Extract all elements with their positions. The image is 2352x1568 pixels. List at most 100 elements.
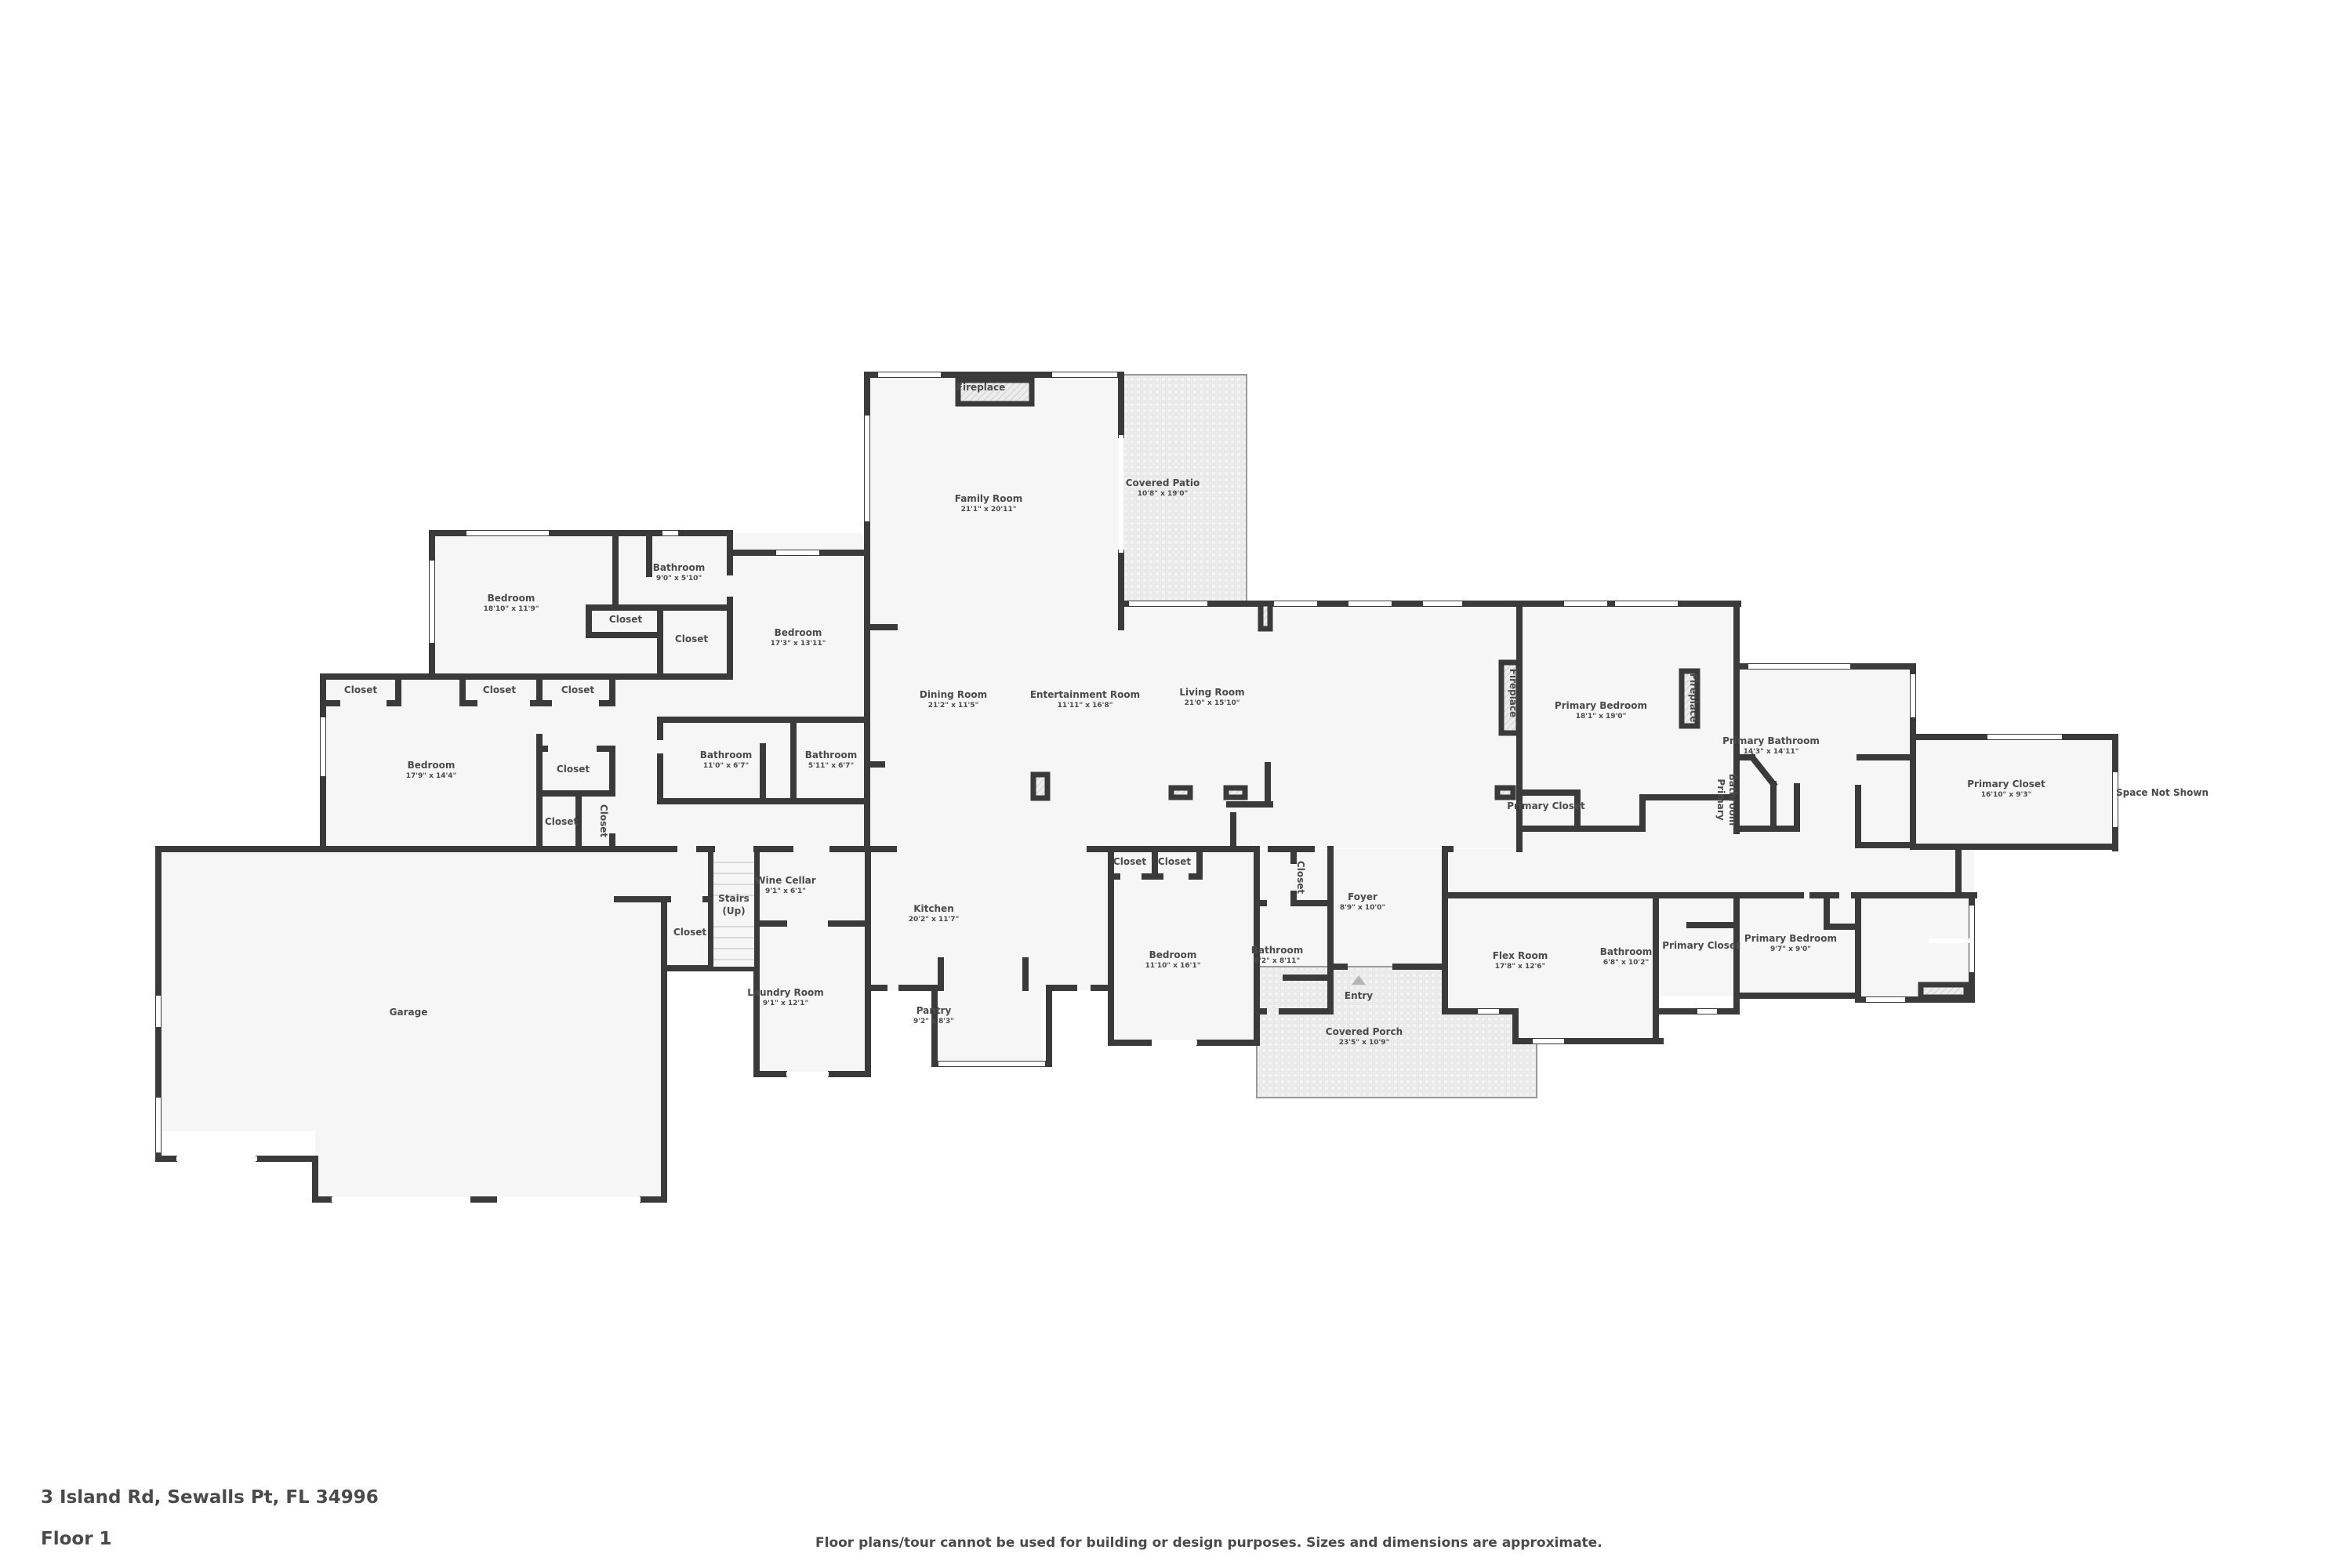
room-dimensions: 8'9" x 10'0" [1340, 904, 1385, 912]
room-name: Laundry Room [747, 987, 824, 998]
room-entertainment-room[interactable]: Entertainment Room 11'11" x 16'8" [1030, 689, 1140, 710]
room-name: Closet [1158, 856, 1191, 867]
room-name: Stairs [718, 893, 750, 904]
column-1 [1030, 771, 1051, 801]
room-covered-patio[interactable]: Covered Patio 10'8" x 19'0" [1126, 477, 1200, 498]
covered-patio-area [1120, 374, 1247, 604]
label-fireplace-living: Fireplace [1508, 669, 1519, 717]
room-name: Foyer [1348, 891, 1377, 902]
room-closet-2[interactable]: Closet [675, 633, 708, 644]
room-dimensions: 21'1" x 20'11" [961, 506, 1017, 514]
room-closet-3[interactable]: Closet [344, 684, 377, 695]
room-name: Covered Porch [1326, 1026, 1403, 1037]
floor-label: Floor 1 [41, 1529, 112, 1549]
room-dimensions: 5'11" x 6'7" [808, 762, 854, 770]
room-foyer[interactable]: Foyer 8'9" x 10'0" [1340, 891, 1385, 912]
room-bathroom-se[interactable]: Bathroom 6'8" x 10'2" [1600, 946, 1652, 967]
room-name: Bedroom [408, 760, 456, 771]
label-closet-vert-w: Closet [598, 804, 609, 837]
room-name: Wine Cellar [755, 875, 815, 886]
room-dimensions: 9'1" x 6'1" [765, 887, 806, 895]
room-closet-6[interactable]: Closet [557, 764, 590, 775]
room-name: Closet [1113, 856, 1146, 867]
room-closet-8[interactable]: Closet [673, 927, 706, 938]
floor-fills [158, 375, 2118, 1200]
label-closet-vert-s: Closet [1295, 861, 1306, 894]
entry-arrow-icon [1352, 975, 1366, 985]
room-name: Closet [557, 764, 590, 775]
room-name: Bathroom [1600, 946, 1652, 957]
room-name: Primary Bathroom [1722, 735, 1820, 746]
room-name: Closet [675, 633, 708, 644]
room-name: Primary Closet [1662, 940, 1740, 951]
room-closet-1[interactable]: Closet [609, 614, 642, 625]
room-name: Primary Closet [1967, 779, 2045, 789]
room-dimensions: 6'2" x 8'11" [1254, 957, 1300, 965]
column-5 [1258, 601, 1273, 632]
room-primary-closet-b[interactable]: Primary Closet [1507, 800, 1585, 811]
room-dimensions: 20'2" x 11'7" [909, 916, 960, 924]
room-garage[interactable]: Garage [390, 1007, 428, 1018]
room-primary-closet-a[interactable]: Primary Closet 16'10" x 9'3" [1967, 779, 2045, 799]
room-name: Primary Bedroom [1744, 933, 1837, 944]
room-primary-closet-c[interactable]: Primary Closet [1662, 940, 1740, 951]
room-dimensions: 10'8" x 19'0" [1138, 490, 1189, 498]
room-dimensions: 16'10" x 9'3" [1981, 791, 2032, 799]
windows [156, 372, 2118, 1202]
label-primary-bathroom-small-1: Primary [1715, 779, 1726, 820]
room-name: Covered Patio [1126, 477, 1200, 488]
room-name: Primary Bedroom [1555, 700, 1647, 711]
room-entry[interactable]: Entry [1345, 990, 1373, 1001]
room-name: Entertainment Room [1030, 689, 1140, 700]
room-closet-7[interactable]: Closet [545, 816, 578, 827]
room-fireplace-family[interactable]: Fireplace [956, 382, 1005, 393]
room-dimensions: 11'11" x 16'8" [1058, 702, 1113, 710]
room-closet-9[interactable]: Closet [1113, 856, 1146, 867]
room-dimensions: (Up) [722, 906, 745, 916]
room-closet-4[interactable]: Closet [483, 684, 516, 695]
room-dimensions: 21'2" x 11'5" [928, 702, 979, 710]
room-dimensions: 9'7" x 9'0" [1770, 946, 1811, 953]
room-dimensions: 11'10" x 16'1" [1145, 962, 1201, 970]
room-name: Bedroom [1149, 949, 1197, 960]
room-name: Bathroom [653, 562, 705, 573]
room-kitchen[interactable]: Kitchen 20'2" x 11'7" [909, 903, 960, 924]
room-dimensions: 6'8" x 10'2" [1603, 959, 1649, 967]
room-closet-5[interactable]: Closet [561, 684, 594, 695]
room-stairs[interactable]: Stairs (Up) [718, 893, 750, 916]
room-dimensions: 18'10" x 11'9" [484, 605, 539, 613]
label-fireplace-primary: Fireplace [1688, 673, 1699, 722]
room-space-not-shown[interactable]: Space Not Shown [2116, 787, 2209, 798]
room-closet-10[interactable]: Closet [1158, 856, 1191, 867]
room-name: Kitchen [913, 903, 954, 914]
room-name: Bedroom [775, 627, 822, 638]
label-primary-bathroom-small-2: Bathroom [1727, 774, 1738, 826]
room-bedroom-s[interactable]: Bedroom 11'10" x 16'1" [1145, 949, 1201, 970]
room-name: Bathroom [1251, 945, 1303, 956]
stairs[interactable] [713, 852, 754, 967]
room-primary-bedroom-2[interactable]: Primary Bedroom 9'7" x 9'0" [1744, 933, 1837, 953]
property-address: 3 Island Rd, Sewalls Pt, FL 34996 [41, 1487, 379, 1508]
room-name: Closet [609, 614, 642, 625]
room-name: Closet [545, 816, 578, 827]
column-4 [1494, 785, 1516, 800]
